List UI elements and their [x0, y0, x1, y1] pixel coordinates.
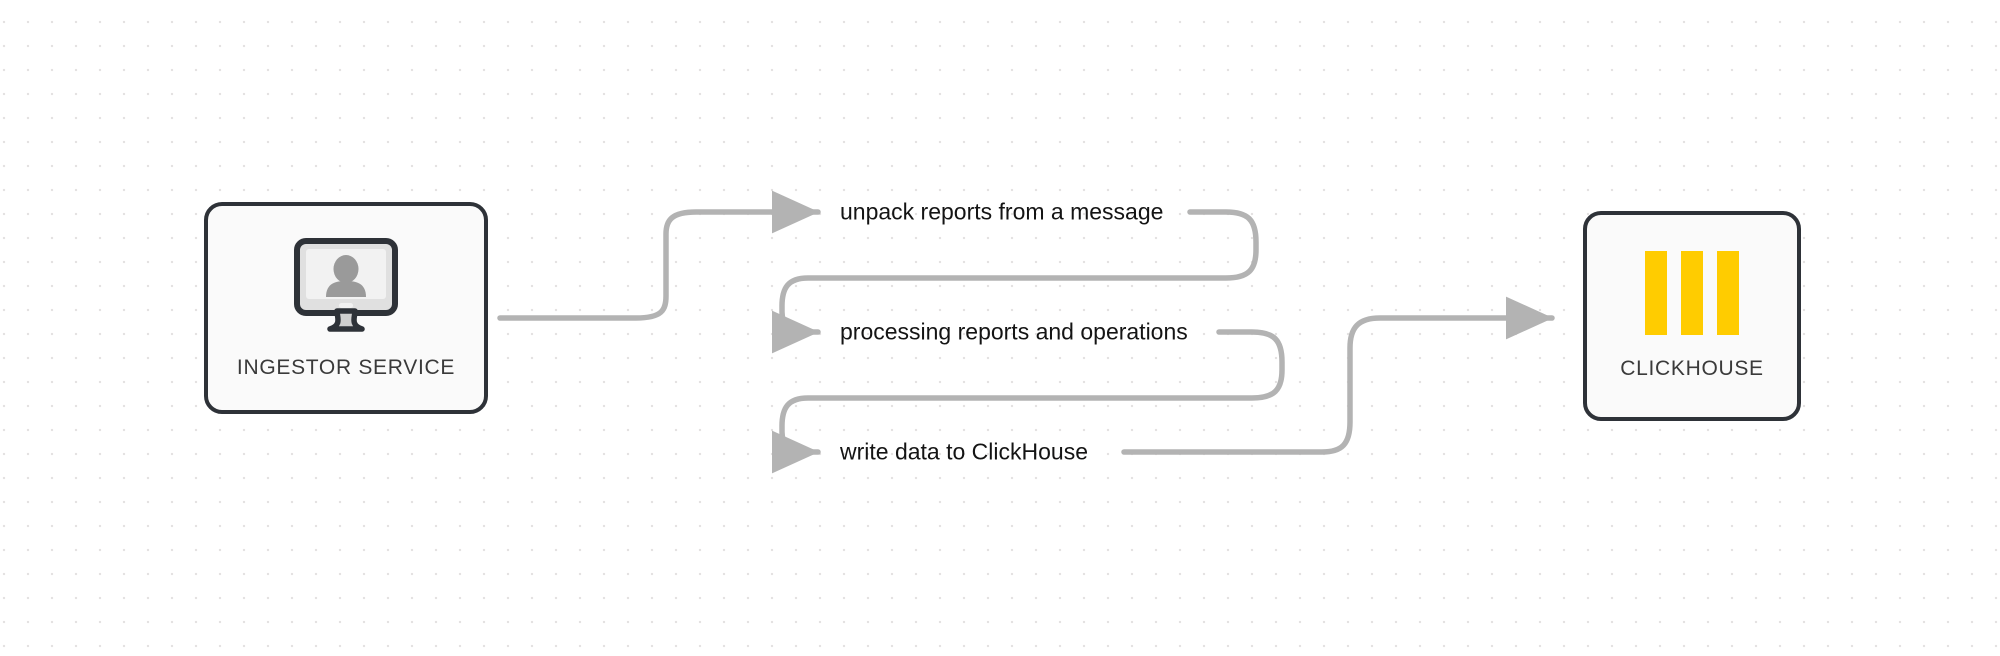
edge-label-unpack: unpack reports from a message — [840, 198, 1164, 225]
monitor-user-icon — [292, 237, 400, 338]
edge-label-write: write data to ClickHouse — [840, 438, 1088, 465]
edge-path-write — [771, 329, 1285, 474]
clickhouse-bar-2 — [1681, 251, 1703, 335]
node-ingestor-service[interactable]: INGESTOR SERVICE — [204, 202, 488, 414]
clickhouse-bar-3 — [1717, 251, 1739, 335]
clickhouse-bar-1 — [1645, 251, 1667, 335]
node-label-clickhouse: CLICKHOUSE — [1620, 357, 1764, 380]
edge-path-processing — [771, 209, 1259, 354]
edge-label-processing: processing reports and operations — [840, 318, 1188, 345]
node-clickhouse[interactable]: CLICKHOUSE — [1583, 211, 1801, 421]
edge-path-unpack — [497, 190, 821, 321]
edge-path-to-clickhouse — [1121, 296, 1555, 455]
node-label-ingestor-service: INGESTOR SERVICE — [236, 355, 456, 379]
clickhouse-logo-icon — [1645, 251, 1739, 335]
